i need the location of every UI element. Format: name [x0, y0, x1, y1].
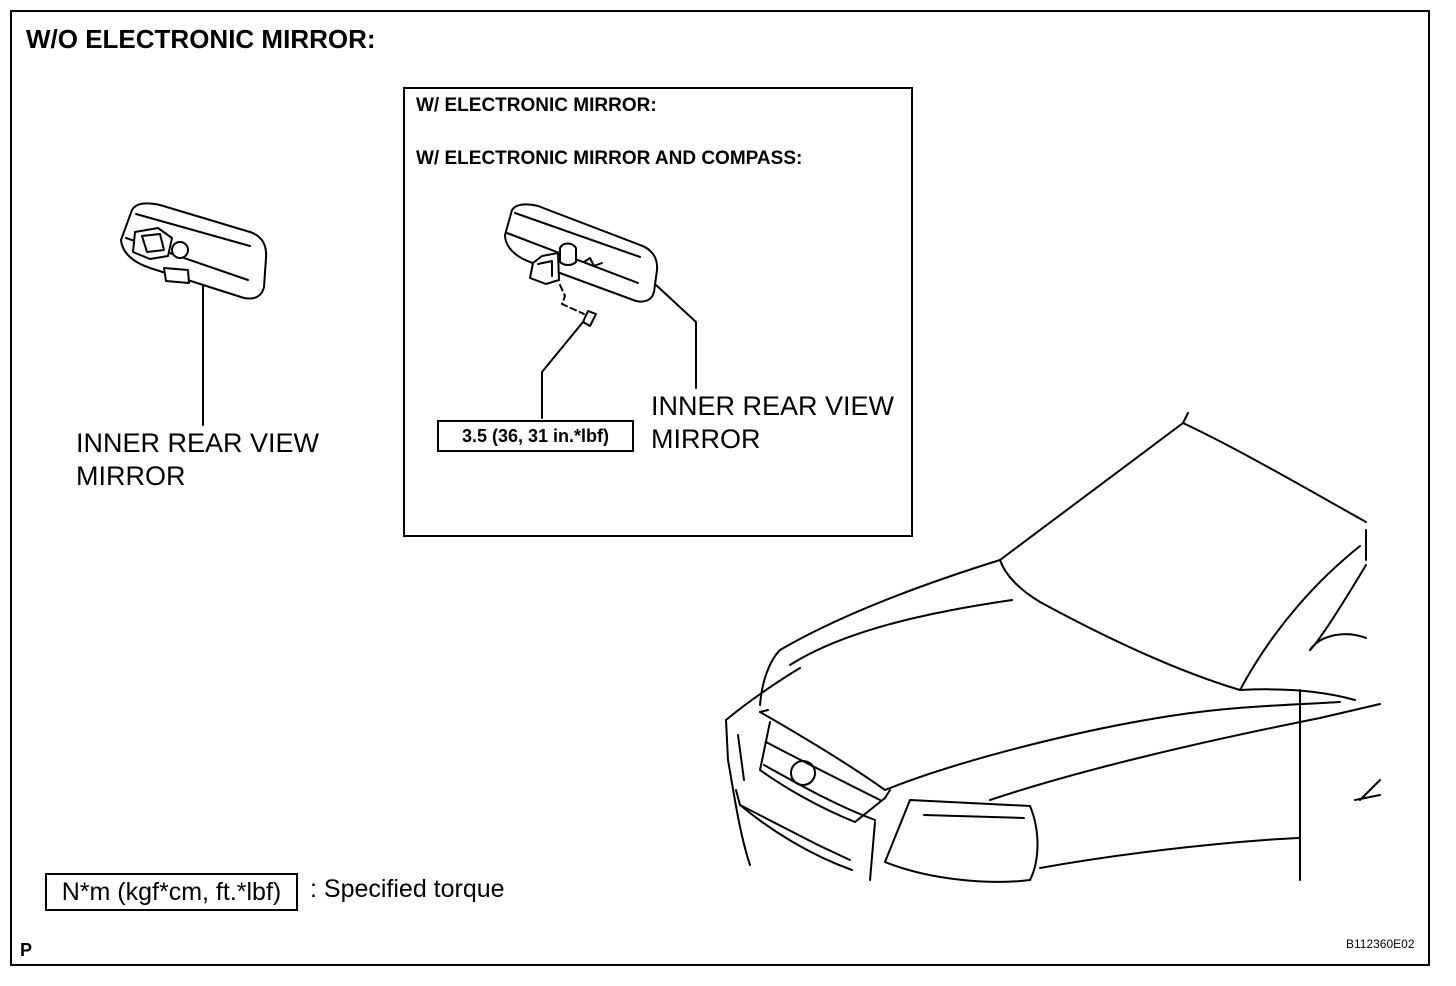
- torque-leader-line: [541, 321, 584, 419]
- left-mirror-illustration: [120, 202, 268, 300]
- inset-mirror-illustration: [504, 203, 659, 327]
- inset-mirror-leader-line: [655, 284, 697, 389]
- diagram-title: W/O ELECTRONIC MIRROR:: [26, 24, 376, 54]
- inset-heading-electronic-mirror-compass: W/ ELECTRONIC MIRROR AND COMPASS:: [416, 148, 803, 169]
- figure-id: B112360E02: [1346, 937, 1415, 951]
- inset-heading-electronic-mirror: W/ ELECTRONIC MIRROR:: [416, 95, 657, 116]
- torque-spec-box: 3.5 (36, 31 in.*lbf): [437, 420, 634, 452]
- diagram-frame: [10, 10, 1430, 966]
- vehicle-illustration: [725, 412, 1381, 883]
- legend-description: : Specified torque: [310, 875, 505, 903]
- screw-dashed-line: [559, 284, 585, 315]
- corner-mark: P: [20, 940, 33, 960]
- left-mirror-label: INNER REAR VIEW MIRROR: [76, 428, 320, 491]
- legend-unit-box: N*m (kgf*cm, ft.*lbf): [45, 873, 298, 911]
- electronic-mirror-inset: [403, 87, 913, 537]
- inset-mirror-label: INNER REAR VIEW MIRROR: [651, 391, 895, 454]
